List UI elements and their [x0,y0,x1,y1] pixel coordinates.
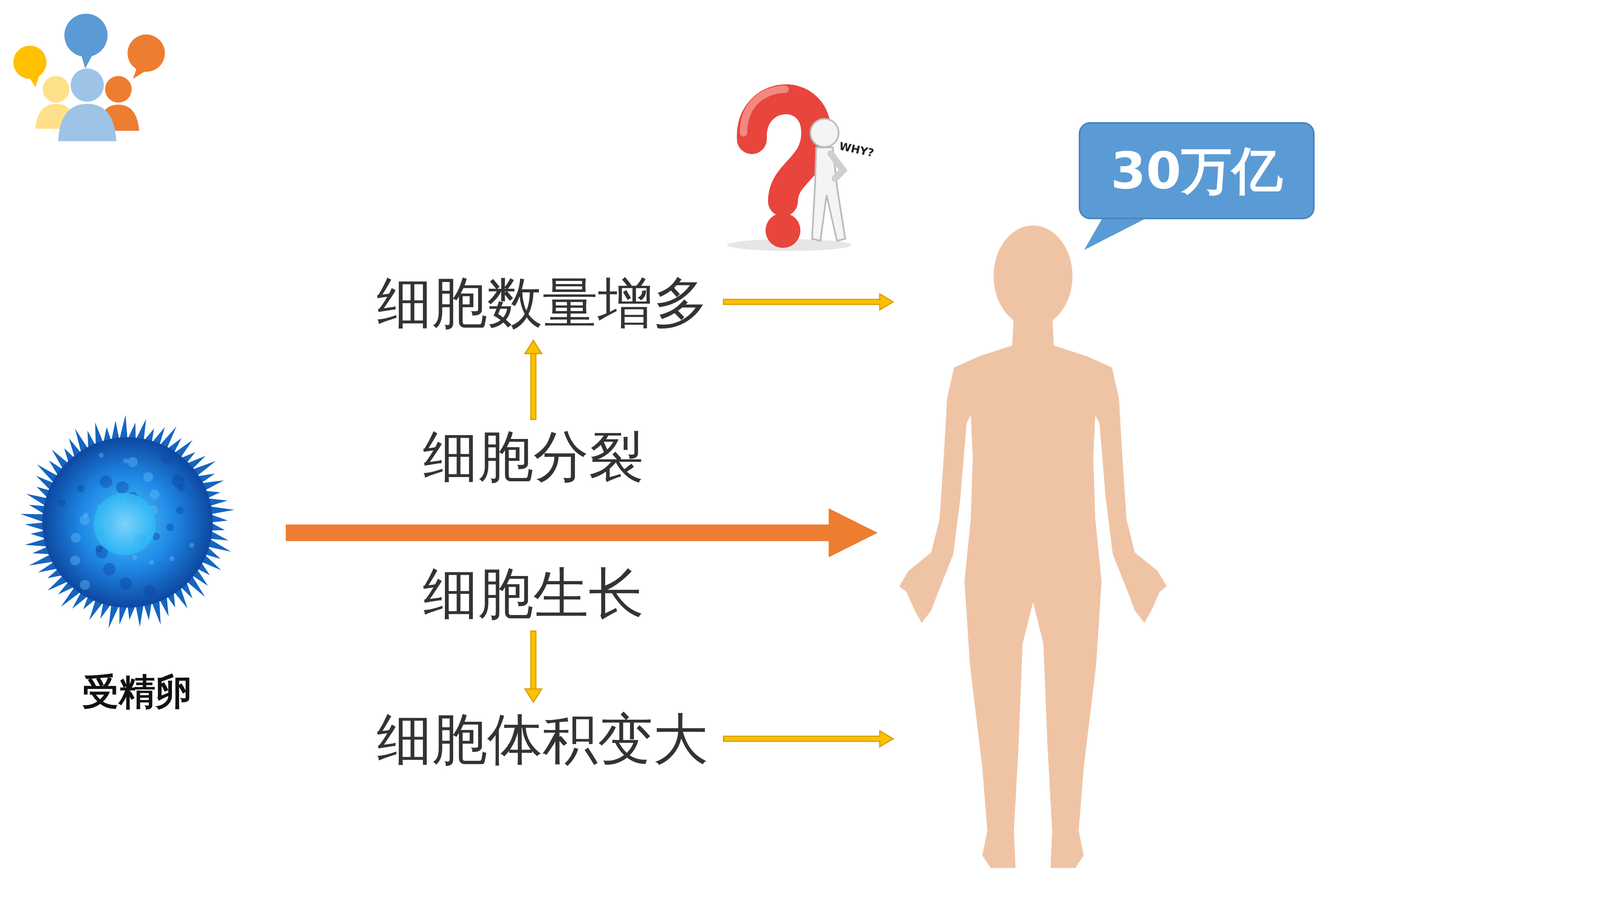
node-text: 细胞分裂 [422,423,644,491]
node-text: 细胞数量增多 [376,269,709,337]
process-text: 细胞分裂 [422,423,644,491]
process-text: 细胞生长 [422,560,644,628]
callout-bubble: 30万亿 [1078,122,1315,220]
development-arrow [285,508,878,558]
question-figure [726,89,852,251]
cell-caption: 受精卵 [82,669,192,715]
connector-arrow [525,340,542,420]
callout-tail [1084,213,1155,251]
result-arrow [723,294,894,747]
human-body [899,319,1167,869]
result-text: 细胞数量增多 [376,269,709,337]
node-text: 受精卵 [82,669,192,715]
fertilized-egg-cell [20,414,235,629]
discussion-icon [13,13,165,142]
connector-arrow [525,631,542,703]
figure-label: WHY? [838,139,876,160]
node-text: 30万亿 [1110,140,1283,202]
node-text: 细胞生长 [422,560,644,628]
human-head [993,225,1073,327]
node-text: 细胞体积变大 [376,706,709,774]
result-text: 细胞体积变大 [376,706,709,774]
